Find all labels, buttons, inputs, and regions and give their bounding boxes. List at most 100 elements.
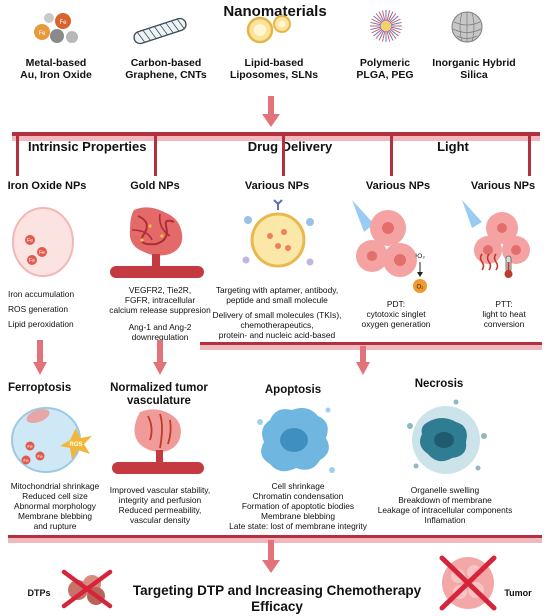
dtps-label: DTPs xyxy=(27,588,51,598)
note-line: downregulation xyxy=(131,331,189,342)
note-line: Leakage of intracellular components xyxy=(377,504,513,515)
note-line: PTT: xyxy=(495,299,513,309)
bottom-bar xyxy=(8,535,542,538)
polymer-chain xyxy=(375,29,384,39)
polymer-chain xyxy=(381,30,386,42)
note-line: Late state: lost of membrane integrity xyxy=(229,520,367,531)
class-metal-name: Metal-based xyxy=(25,57,87,69)
class-inorganic: Inorganic Hybrid Silica xyxy=(418,57,530,81)
down-arrow-icon xyxy=(262,96,280,127)
drug-delivery-effects: Targeting with aptamer, antibody, peptid… xyxy=(208,285,346,350)
outcome-vasculature-title: Normalized tumor vasculature xyxy=(104,382,214,408)
carbon-nanotube-icon xyxy=(133,17,187,45)
polymer-chain xyxy=(381,10,386,22)
note-line: Reduced cell size xyxy=(22,490,88,501)
outcome-apoptosis-title: Apoptosis xyxy=(264,384,322,396)
branch-line xyxy=(528,134,531,176)
section-drug-delivery: Drug Delivery xyxy=(247,139,333,154)
polymer-chain xyxy=(370,21,382,26)
polymer-chain xyxy=(370,26,382,31)
svg-text:Fe: Fe xyxy=(59,20,67,26)
note-line: Delivery of small molecules (TKIs), xyxy=(212,309,342,320)
fe-label: Fe xyxy=(27,444,33,449)
fe-label: Fe xyxy=(39,250,45,256)
footer-main-text: Targeting DTP and Increasing Chemotherap… xyxy=(132,583,422,614)
fe-label: Fe xyxy=(27,238,33,244)
svg-text:Fe: Fe xyxy=(38,31,46,37)
class-polymeric-name: Polymeric xyxy=(359,57,411,69)
polymer-chain xyxy=(371,18,382,25)
oxygen-label: O₂ xyxy=(417,285,425,291)
polymer-chain xyxy=(390,26,402,31)
gold-np-effects: VEGFR2, Tie2R, FGFR, intracellular calci… xyxy=(108,285,212,343)
mid-branch-bar-shadow xyxy=(200,344,542,350)
fe-label: Fe xyxy=(29,258,35,264)
liposome-icon xyxy=(246,15,291,44)
note-line: FGFR, intracellular xyxy=(124,294,196,305)
note-line: Cell shrinkage xyxy=(271,481,325,491)
polymer-chain xyxy=(390,27,401,34)
drug-delivery-nanoparticle-icon xyxy=(242,199,314,268)
polymer-chain xyxy=(386,10,391,22)
class-lipid-examples: Liposomes, SLNs xyxy=(229,69,319,82)
branch-line xyxy=(282,134,285,176)
polymer-chain xyxy=(388,13,397,23)
note-line: Mitochondrial shrinkage xyxy=(10,481,100,491)
note-line: Ang-1 and Ang-2 xyxy=(128,321,192,332)
ros-label: ROS xyxy=(69,442,82,448)
polymer-core xyxy=(381,21,391,31)
apoptosis-cell-icon xyxy=(257,407,335,473)
note-line: conversion xyxy=(483,318,525,329)
note-line: ROS generation xyxy=(8,303,69,314)
branch-line xyxy=(16,134,19,176)
normalized-vasculature-icon xyxy=(112,409,204,474)
note-line: Membrane blebbing xyxy=(17,510,93,521)
note-line: light to heat xyxy=(482,308,526,319)
note-line: peptide and small molecule xyxy=(226,294,328,305)
class-polymeric-examples: PLGA, PEG xyxy=(356,69,414,82)
ferroptosis-cell-icon: Fe Fe Fe ROS xyxy=(11,407,92,473)
branch-line xyxy=(154,134,157,176)
note-line: Formation of apoptotic biodies xyxy=(241,500,355,511)
polymer-chain xyxy=(375,13,384,23)
necrosis-cell-icon xyxy=(407,399,487,474)
note-line: Abnormal morphology xyxy=(14,500,96,511)
ptt-effects: PTT: light to heat conversion xyxy=(464,299,544,330)
polymer-chain xyxy=(386,30,391,42)
apoptosis-features: Cell shrinkage Chromatin condensation Fo… xyxy=(218,481,378,532)
pdt-effects: PDT: cytotoxic singlet oxygen generation xyxy=(356,299,436,330)
np-type-various-ptt: Various NPs xyxy=(470,180,536,192)
note-line: vascular density xyxy=(129,514,191,525)
down-arrow-icon xyxy=(262,540,280,573)
page-title: Nanomaterials xyxy=(223,3,327,20)
section-intrinsic-properties: Intrinsic Properties xyxy=(28,139,147,154)
class-inorganic-examples: Silica xyxy=(460,69,488,82)
silica-nanoparticle-icon xyxy=(451,11,483,43)
class-inorganic-name: Inorganic Hybrid xyxy=(432,57,516,69)
dtp-cells-crossed-icon xyxy=(61,569,113,609)
section-light: Light xyxy=(437,139,469,154)
class-polymeric: Polymeric PLGA, PEG xyxy=(338,57,432,81)
note-line: cytotoxic singlet xyxy=(366,308,426,319)
np-type-various-pdt: Various NPs xyxy=(365,180,431,192)
polymer-chain xyxy=(373,15,383,24)
polymer-chain xyxy=(389,15,399,24)
note-line: Iron accumulation xyxy=(8,289,75,299)
polymer-chain xyxy=(388,29,397,39)
polymer-chain xyxy=(390,21,402,26)
gold-np-vessel-icon xyxy=(110,207,204,278)
note-line: VEGFR2, Tie2R, xyxy=(128,285,192,295)
necrosis-features: Organelle swelling Breakdown of membrane… xyxy=(370,485,520,526)
bottom-bar-shadow xyxy=(8,537,542,543)
title-line: vasculature xyxy=(127,395,191,408)
polymer-chain xyxy=(378,30,385,41)
note-line: calcium release suppresion xyxy=(109,304,211,315)
outcome-necrosis-title: Necrosis xyxy=(414,378,464,390)
polymer-chain xyxy=(387,11,394,22)
ptt-cell-cluster-icon xyxy=(462,200,530,278)
branch-line xyxy=(390,134,393,176)
class-metal: Metal-based Au, Iron Oxide xyxy=(8,57,104,81)
polymer-chain xyxy=(387,30,394,41)
mid-branch-bar xyxy=(200,342,542,345)
note-line: Membrane blebbing xyxy=(260,510,336,521)
